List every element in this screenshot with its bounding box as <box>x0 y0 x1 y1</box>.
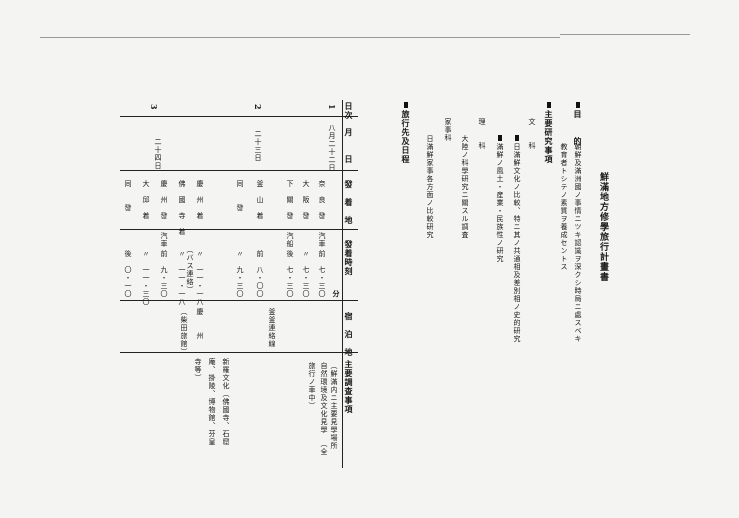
scan-artifact-line <box>560 34 690 35</box>
scan-artifact-line <box>40 37 560 38</box>
document-title: 鮮滿地方修學旅行計畫書 <box>598 172 608 282</box>
row-date: 二十三日 <box>254 130 262 162</box>
row-time: 前 九・三〇 <box>160 250 168 298</box>
row-note: （全 <box>320 440 328 456</box>
row-lodging: （柴田旅館） <box>180 308 188 356</box>
row-place: 佛 國 寺 着 <box>178 180 186 236</box>
bullet-icon <box>515 135 519 141</box>
row-place: 同 發 <box>124 180 132 212</box>
row-day-number: 3 <box>149 104 159 111</box>
row-place: 大 阪 發 <box>302 180 310 220</box>
research-category-home-economics: 家事科 <box>444 118 452 142</box>
bullet-icon <box>404 102 408 108</box>
bullet-icon <box>547 102 551 108</box>
research-item-2: 滿鮮ノ風土・産業・民族性ノ研究 <box>496 135 504 263</box>
table-rule <box>120 352 358 353</box>
table-rule <box>120 170 358 171</box>
research-item-4: 日滿鮮家事各方面ノ比較研究 <box>426 135 434 239</box>
row-note: 旅行ノ車中） <box>308 362 316 410</box>
row-route-note: （バス連絡） <box>186 246 194 294</box>
row-time: 〃 一一・三〇 <box>142 250 150 306</box>
row-place: 奈 良 發 <box>318 180 326 220</box>
header-month-day: 月 日 <box>344 128 354 164</box>
bullet-icon <box>498 135 502 141</box>
row-note: 新羅文化（佛國寺、石窟 <box>222 358 230 446</box>
row-note: 庵、掛陵、博物館、芬皇 <box>208 358 216 446</box>
row-place: 釜 山 着 <box>256 180 264 220</box>
header-time: 發着時刻 <box>344 240 354 276</box>
row-time: 前 八・〇〇 <box>256 250 264 298</box>
row-date: 二十四日 <box>154 138 162 170</box>
row-day-number: 1 <box>327 104 337 111</box>
row-note: 自然環境及文化見學 <box>320 362 328 434</box>
row-place: 同 發 <box>236 180 244 212</box>
research-item-1: 日滿鮮文化ノ比較、特ニ其ノ共通相及差別相ノ史的研究 <box>513 135 521 343</box>
row-time: 〃 七・三〇 <box>302 250 310 298</box>
row-time: 後 〇・一〇 <box>124 250 132 298</box>
header-route: 發 着 地 <box>344 180 354 225</box>
row-time: 〃 一一・一八 <box>196 250 204 306</box>
row-time: 〃 一一・一八 <box>178 250 186 306</box>
bullet-icon <box>576 102 580 108</box>
row-place: 大 邱 着 <box>142 180 150 220</box>
row-day-number: 2 <box>253 104 263 111</box>
table-rule <box>120 229 358 230</box>
row-mode: 汽車 <box>318 232 326 248</box>
research-item-3: 大陸ノ科學研究ニ關スル調査 <box>461 135 469 239</box>
header-day-no: 日次 <box>344 102 354 120</box>
row-mode: 汽船 <box>286 232 294 248</box>
row-lodging: 慶 州 <box>196 308 204 340</box>
research-category-humanities: 文 科 <box>528 118 536 150</box>
section-heading-itinerary: 旅行先及日程 <box>401 102 411 164</box>
section-heading-purpose: 目 的 <box>573 102 583 146</box>
section-heading-research: 主要研究事項 <box>544 102 554 164</box>
purpose-text-line1: 朝鮮及滿洲國ノ事情ニツキ認識ヲ深クシ時局ニ處スベキ <box>574 143 582 343</box>
row-place: 下 關 發 <box>286 180 294 220</box>
row-date: 八月二十二日 <box>328 124 336 172</box>
row-place: 慶 州 着 <box>196 180 204 220</box>
row-note: （鮮滿内ニ主要見學場所 <box>330 362 338 450</box>
table-header-divider <box>342 100 343 468</box>
research-category-science: 理 科 <box>478 118 486 150</box>
row-time: 前 七・三〇 <box>318 250 326 298</box>
header-notes: 主要調査事項 <box>344 360 354 414</box>
purpose-text-line2: 教育者トシテノ素質ヲ養成セントス <box>560 143 568 271</box>
table-rule-top <box>120 116 358 117</box>
table-rule <box>120 300 358 301</box>
row-time: 後 七・三〇 <box>286 250 294 298</box>
row-lodging: 釜釜連絡線 <box>268 308 276 348</box>
header-lodging: 宿 泊 地 <box>344 312 354 357</box>
row-time: 〃 九・三〇 <box>236 250 244 298</box>
row-place: 慶 州 發 <box>160 180 168 220</box>
row-mode: 汽車 <box>160 232 168 248</box>
row-note: 寺等） <box>194 358 202 382</box>
header-minute: 分 <box>332 290 341 298</box>
